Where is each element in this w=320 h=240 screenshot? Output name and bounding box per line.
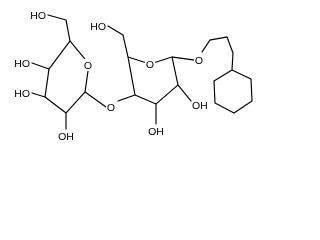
bond [201,39,211,53]
bond [127,56,136,96]
atom-labels: O O O O HO HO HO OH HO OH OH [14,10,208,143]
bond [171,56,179,86]
hydroxyl-top-middle: HO [90,21,106,33]
bond [209,36,228,41]
bond [31,92,46,98]
bond [47,14,67,21]
bond [107,25,124,36]
bond [155,84,179,105]
bond [48,40,71,70]
bond [44,96,67,114]
glycosidic-oxygen: O [107,102,115,114]
bond [231,69,252,80]
ring-oxygen-right: O [146,59,154,71]
bond [122,34,129,58]
bond [233,100,253,114]
bond [226,36,234,54]
right-sugar-ring [107,25,195,125]
hydroxyl-top-left: HO [30,10,46,22]
bond [84,91,107,108]
ether-oxygen: O [195,55,203,67]
bond [65,19,71,42]
bond [214,102,235,114]
bond [250,78,253,102]
bond [44,68,50,98]
bond [117,94,136,102]
bond [65,91,86,114]
propyl-linker [201,36,234,71]
cyclohexane-ring [213,69,253,114]
hydroxyl-left-bottom: OH [58,131,74,143]
hydroxyl-right-middle: OH [192,100,208,112]
bond [213,69,233,82]
bond [134,94,157,105]
bond [31,62,50,70]
bond [231,52,234,71]
molecule-structure: O O O O HO HO HO OH HO OH OH [14,10,253,143]
hydroxyl-left-upper: HO [14,58,30,70]
bond [213,80,216,104]
bond [177,84,192,102]
bond [171,56,195,61]
structure-canvas: O O O O HO HO HO OH HO OH OH [14,10,253,143]
hydroxyl-bottom-middle: OH [148,126,164,138]
hydroxyl-left-lower: HO [14,88,30,100]
ring-oxygen-left: O [84,60,92,72]
